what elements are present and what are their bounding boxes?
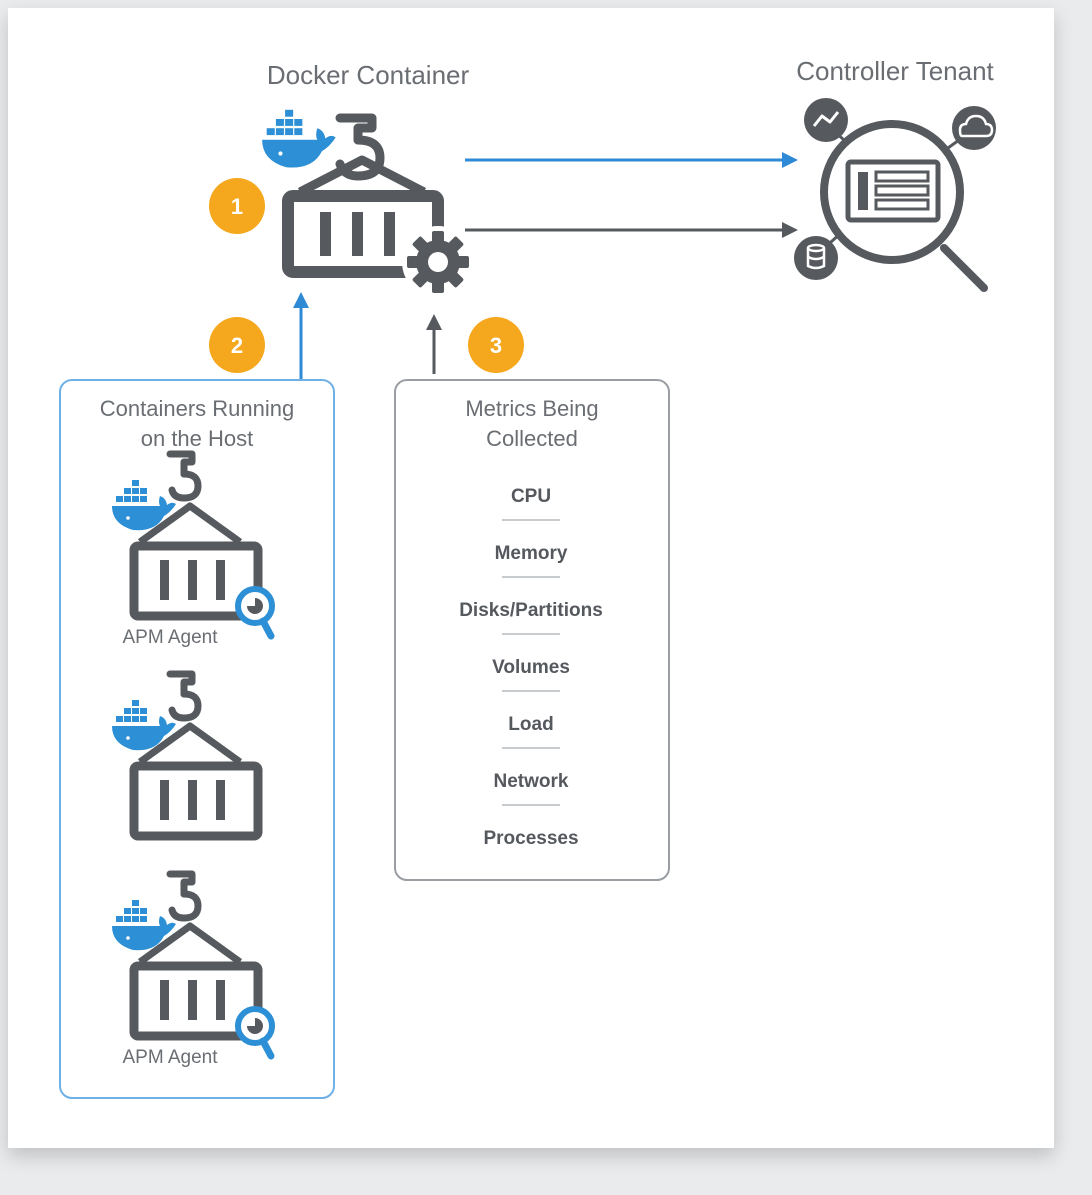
metrics-box-title-line1: Metrics Being [465, 396, 598, 421]
metric-item-processes: Processes [483, 828, 578, 849]
badge-1: 1 [209, 178, 265, 234]
host-box-title-line2: on the Host [141, 426, 254, 451]
metric-item-memory: Memory [495, 543, 568, 564]
docker-container-title: Docker Container [267, 60, 470, 90]
apm-agent-magnifier-icon [238, 1009, 272, 1056]
badge-2: 2 [209, 317, 265, 373]
docker-whale-icon [262, 109, 336, 168]
host-container-2 [112, 674, 258, 836]
apm-agent-magnifier-icon [238, 589, 272, 636]
controller-tenant-title: Controller Tenant [796, 56, 994, 86]
container-icon [134, 674, 258, 836]
svg-text:1: 1 [231, 194, 243, 219]
container-icon [134, 874, 258, 1036]
metrics-box-title-line2: Collected [486, 426, 578, 451]
database-icon [794, 236, 838, 280]
host-containers-box [59, 379, 335, 1099]
metrics-box [394, 379, 670, 881]
arrow-to-controller-blue [465, 152, 798, 168]
arrow-to-controller-gray [465, 222, 798, 238]
metric-item-volumes: Volumes [492, 657, 570, 678]
cloud-icon [952, 106, 996, 150]
metric-item-disks: Disks/Partitions [459, 600, 603, 621]
metric-item-network: Network [494, 771, 569, 792]
host-container-3: APM Agent [112, 874, 272, 1068]
svg-text:3: 3 [490, 333, 502, 358]
arrow-up-from-metrics [426, 314, 442, 374]
arrow-up-from-host [293, 292, 309, 380]
metric-item-load: Load [508, 714, 553, 735]
apm-agent-label: APM Agent [122, 627, 218, 648]
controller-magnifier-icon [818, 120, 988, 292]
badge-3: 3 [468, 317, 524, 373]
svg-text:2: 2 [231, 333, 243, 358]
chart-line-icon [804, 98, 848, 142]
host-container-1: APM Agent [112, 454, 272, 648]
metric-item-cpu: CPU [511, 486, 551, 507]
host-box-title-line1: Containers Running [100, 396, 294, 421]
container-icon [134, 454, 258, 616]
apm-agent-label: APM Agent [122, 1047, 218, 1068]
gear-icon [402, 226, 474, 298]
